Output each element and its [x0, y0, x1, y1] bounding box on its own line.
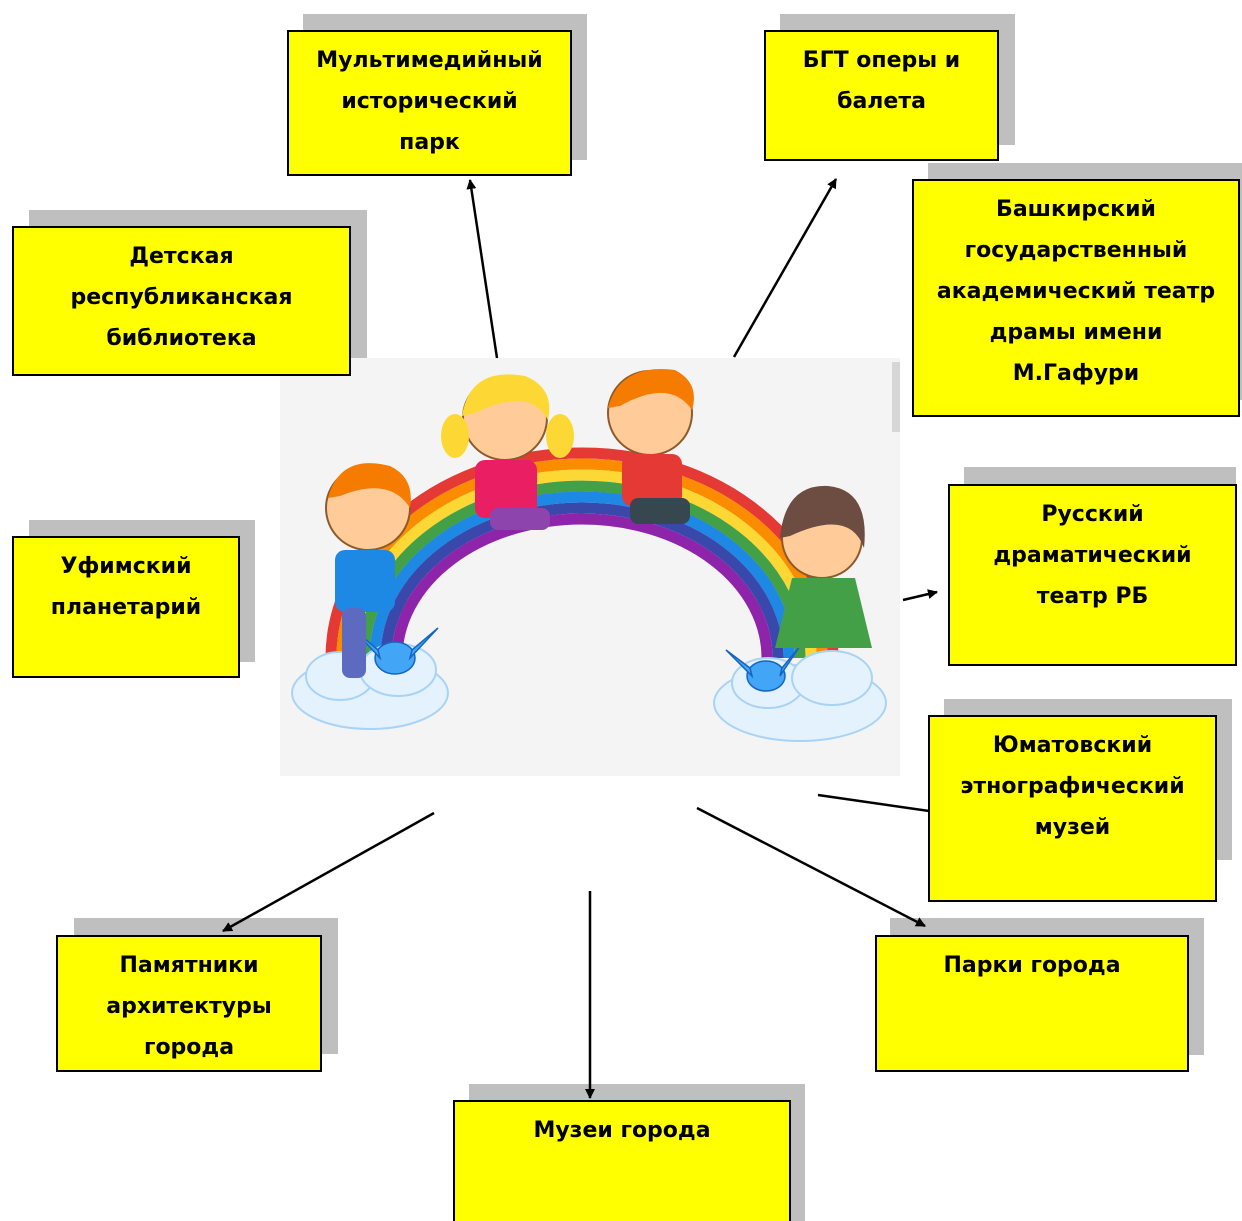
- arrow-to-russian-drama-theatre: [902, 589, 938, 602]
- arrow-to-multimedia-park: [466, 179, 499, 359]
- node-yumatovo-museum: Юматовский этнографический музей: [928, 715, 1217, 902]
- node-russian-drama-theatre: Русский драматический театр РБ: [948, 484, 1237, 666]
- node-bashkir-drama-theatre: Башкирский государственный академический…: [912, 179, 1240, 417]
- arrow-to-city-parks: [696, 806, 926, 928]
- node-city-museums: Музеи города: [453, 1100, 791, 1221]
- node-planetarium: Уфимский планетарий: [12, 536, 240, 678]
- arrow-to-architecture-monuments: [222, 811, 435, 933]
- node-children-library: Детская республиканская библиотека: [12, 226, 351, 376]
- node-opera-ballet: БГТ оперы и балета: [764, 30, 999, 161]
- node-architecture-monuments: Памятники архитектуры города: [56, 935, 322, 1072]
- node-multimedia-park: Мультимедийный исторический парк: [287, 30, 572, 176]
- children-on-rainbow-picture: [280, 358, 900, 776]
- node-city-parks: Парки города: [875, 935, 1189, 1072]
- arrow-to-opera-ballet: [732, 178, 838, 358]
